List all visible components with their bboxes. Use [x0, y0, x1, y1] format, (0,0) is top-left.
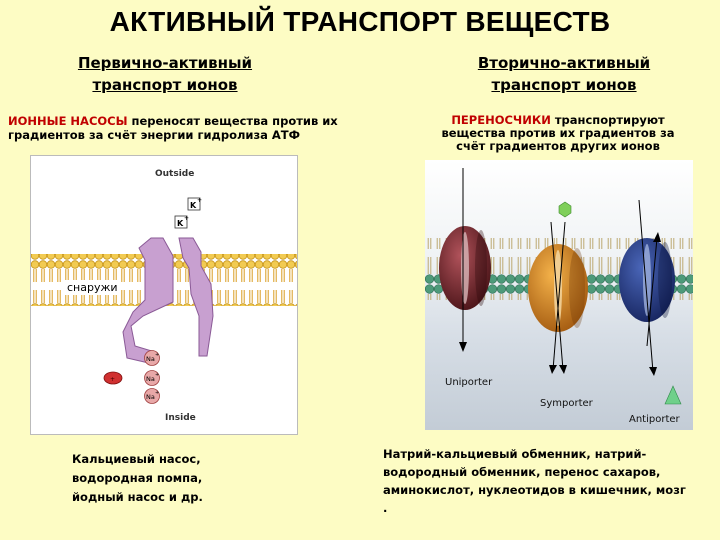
- secondary-examples-line4: .: [383, 501, 388, 515]
- arrow-head-icon: [653, 232, 661, 242]
- secondary-description-line3: счёт градиентов других ионов: [456, 139, 660, 153]
- primary-examples-line2: водородная помпа,: [72, 471, 203, 485]
- page-title: АКТИВНЫЙ ТРАНСПОРТ ВЕЩЕСТВ: [109, 6, 611, 37]
- red-ion-label: +: [110, 376, 115, 383]
- primary-heading-line2: транспорт ионов: [92, 76, 238, 94]
- na-ion-charge: +: [155, 372, 159, 378]
- antiporter-arrow: [646, 237, 658, 347]
- secondary-examples-line3: аминокислот, нуклеотидов в кишечник, моз…: [383, 483, 686, 497]
- uniporter-protein: [439, 226, 491, 310]
- secondary-examples: Натрий-кальциевый обменник, натрий- водо…: [383, 445, 713, 517]
- k-ion-charge: +: [184, 215, 189, 222]
- na-ion-charge: +: [155, 352, 159, 358]
- ion-pump-diagram: Outside K + K + + Na + Na + Na + Inside: [30, 155, 298, 435]
- na-ion-label: Na: [146, 393, 155, 401]
- na-ion-label: Na: [146, 375, 155, 383]
- primary-examples-line1: Кальциевый насос,: [72, 452, 201, 466]
- primary-heading: Первично-активный транспорт ионов: [45, 52, 285, 96]
- k-ion-box: [174, 215, 188, 229]
- k-ion-charge: +: [197, 197, 202, 204]
- k-ion-label: K: [177, 219, 184, 228]
- na-ion: [144, 388, 160, 404]
- arrow-head-icon: [649, 367, 657, 376]
- ion-pumps-term: ИОННЫЕ НАСОСЫ: [8, 114, 128, 128]
- carriers-term: ПЕРЕНОСЧИКИ: [451, 113, 551, 127]
- na-ion-charge: +: [155, 390, 159, 396]
- k-ion-label: K: [190, 201, 197, 210]
- secondary-heading: Вторично-активный транспорт ионов: [440, 52, 688, 96]
- primary-description: ИОННЫЕ НАСОСЫ переносят вещества против …: [8, 114, 353, 142]
- antiporter-protein: [619, 238, 675, 322]
- na-ion: [144, 370, 160, 386]
- symporter-label: Symporter: [540, 398, 594, 409]
- secondary-description-line1-text: транспортируют: [550, 113, 665, 127]
- antiporter-arrow: [638, 199, 654, 373]
- primary-examples-line3: йодный насос и др.: [72, 490, 203, 504]
- cube-molecule-icon: [558, 201, 572, 218]
- ion-pump-protein-right: [178, 237, 214, 357]
- primary-description-text: переносят вещества против их градиентов …: [8, 114, 338, 142]
- secondary-description-line2: вещества против их градиентов за: [441, 126, 675, 140]
- primary-heading-line1: Первично-активный: [77, 54, 253, 72]
- arrow-head-icon: [549, 365, 557, 374]
- secondary-heading-line2: транспорт ионов: [491, 76, 637, 94]
- symporter-arrow: [550, 221, 564, 371]
- secondary-description: ПЕРЕНОСЧИКИ транспортируют вещества прот…: [420, 114, 696, 153]
- primary-examples: Кальциевый насос, водородная помпа, йодн…: [72, 450, 292, 507]
- arrow-head-icon: [559, 365, 567, 374]
- symporter-arrow: [552, 221, 566, 371]
- antiporter-label: Antiporter: [629, 414, 681, 425]
- secondary-examples-line2: водородный обменник, перенос сахаров,: [383, 465, 661, 479]
- pyramid-molecule-icon: [664, 385, 682, 405]
- secondary-heading-line1: Вторично-активный: [477, 54, 651, 72]
- outside-ru-label: снаружи: [64, 280, 121, 295]
- secondary-description-line1: ПЕРЕНОСЧИКИ транспортируют: [420, 114, 696, 127]
- secondary-examples-line1: Натрий-кальциевый обменник, натрий-: [383, 447, 647, 461]
- carrier-diagram: Uniporter Symporter Antiporter: [425, 160, 693, 430]
- symporter-protein: [528, 244, 588, 332]
- red-ion: [103, 371, 123, 385]
- na-ion-label: Na: [146, 355, 155, 363]
- uniporter-label: Uniporter: [445, 377, 493, 388]
- k-ion-box: [187, 197, 201, 211]
- inside-label: Inside: [165, 413, 196, 423]
- outside-label: Outside: [155, 169, 194, 179]
- arrow-head-icon: [459, 342, 467, 352]
- na-ion: [144, 350, 160, 366]
